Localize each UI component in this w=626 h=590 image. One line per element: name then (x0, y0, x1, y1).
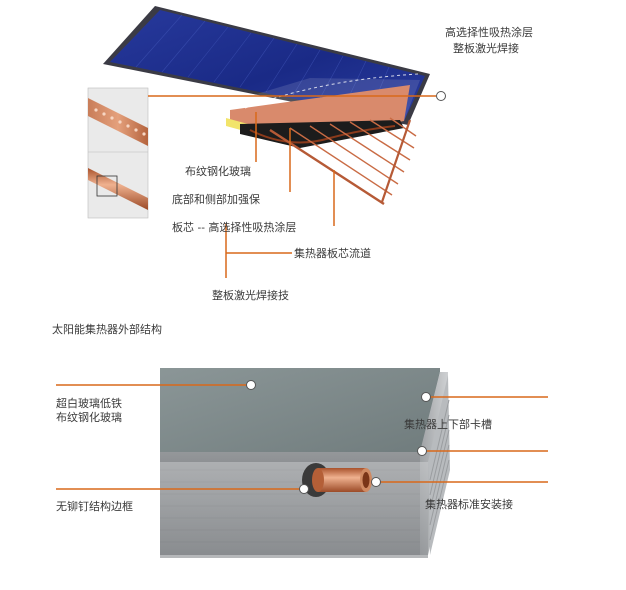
label-groove: 集热器上下部卡槽 (404, 418, 492, 431)
label-laser-top: 整板激光焊接 (453, 42, 519, 55)
glass-surface (160, 368, 440, 458)
label-frame: 无铆钉结构边框 (56, 500, 133, 513)
label-mount: 集热器标准安装接 (425, 498, 513, 511)
label-flow-channel: 集热器板芯流道 (294, 247, 371, 260)
copper-pipe (318, 468, 366, 492)
callout-dot-coating (436, 91, 446, 101)
callout-dot-groove-bottom (417, 446, 427, 456)
callout-dot-groove-top (421, 392, 431, 402)
label-tempered-glass: 布纹钢化玻璃 (185, 165, 251, 178)
bottom-collector-frame (160, 368, 450, 558)
label-laser-bottom: 整板激光焊接技 (212, 289, 289, 302)
top-collector-panel (103, 6, 430, 206)
callout-dot-frame (299, 484, 309, 494)
bottom-callout-lines (56, 384, 548, 490)
bottom-title: 太阳能集热器外部结构 (52, 323, 162, 336)
callout-dot-mount (371, 477, 381, 487)
label-coating-top: 高选择性吸热涂层 (445, 26, 533, 39)
absorber-panel (110, 10, 425, 121)
tube-detail-photo (87, 87, 149, 219)
label-glass: 超白玻璃低铁布纹钢化玻璃 (56, 397, 122, 424)
label-core-coating: 板芯 -- 高选择性吸热涂层 (172, 221, 297, 234)
label-insulation: 底部和侧部加强保 (172, 193, 260, 206)
top-callout-lines (148, 95, 436, 278)
callout-dot-glass (246, 380, 256, 390)
